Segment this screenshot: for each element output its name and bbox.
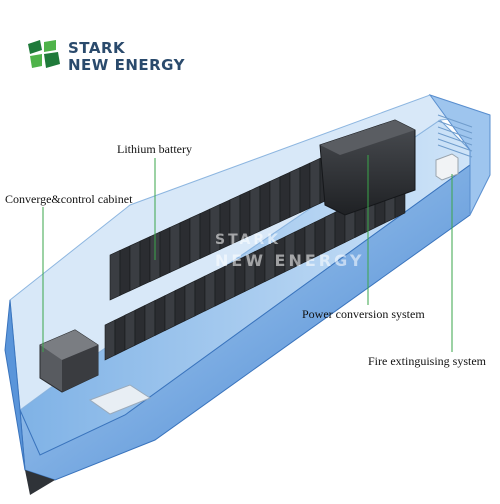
battery-module-back: [259, 180, 271, 232]
leader-lines: [42, 155, 453, 352]
battery-module-back: [289, 167, 301, 218]
battery-module-front: [154, 295, 166, 336]
battery-module-front: [144, 300, 156, 341]
battery-module-front: [194, 275, 206, 317]
battery-module-back: [199, 208, 211, 260]
battery-module-front: [104, 319, 116, 361]
battery-module-back: [269, 176, 281, 227]
converge-control-cabinet-side: [62, 345, 98, 392]
battery-module-back: [179, 217, 191, 269]
battery-module-front: [134, 304, 146, 346]
label-fire-extinguishing-system: Fire extinguising system: [368, 354, 486, 368]
battery-module-back: [119, 245, 131, 296]
container-end-right: [428, 94, 491, 216]
converge-control-cabinet-top: [40, 330, 98, 360]
battery-module-back: [139, 236, 151, 287]
battery-module-front: [184, 280, 196, 322]
battery-module-front: [114, 314, 126, 356]
battery-module-front: [214, 265, 226, 307]
power-conversion-cabinet-top: [320, 120, 415, 155]
label-converge-control-cabinet: Converge&control cabinet: [5, 192, 133, 206]
label-power-conversion-system: Power conversion system: [302, 307, 425, 321]
logo-leaf-icon: [28, 40, 60, 68]
logo-text-line1: STARK: [68, 39, 126, 57]
container-bottom-tip: [25, 470, 55, 495]
watermark-line2: NEW ENERGY: [215, 251, 365, 270]
floor-access-panel: [88, 384, 152, 415]
watermark-line1: STARK: [215, 232, 282, 248]
battery-module-front: [204, 270, 216, 312]
battery-module-front: [124, 309, 136, 351]
label-lithium-battery: Lithium battery: [117, 142, 192, 156]
battery-module-back: [299, 162, 311, 214]
battery-module-front: [174, 285, 186, 327]
battery-module-back: [169, 222, 181, 273]
battery-module-back: [109, 249, 121, 301]
battery-module-back: [309, 157, 321, 209]
battery-rack-front: [104, 177, 406, 361]
battery-rack-back: [109, 153, 331, 301]
battery-module-back: [279, 171, 291, 223]
battery-module-front: [324, 211, 336, 253]
fire-extinguishing-unit: [435, 153, 459, 181]
battery-module-front: [164, 290, 176, 332]
battery-module-back: [159, 226, 171, 278]
battery-module-back: [129, 240, 141, 292]
battery-module-back: [249, 185, 261, 237]
right-vent-grille: [437, 114, 473, 158]
logo-text-line2: NEW ENERGY: [68, 56, 186, 74]
battery-module-back: [189, 213, 201, 264]
